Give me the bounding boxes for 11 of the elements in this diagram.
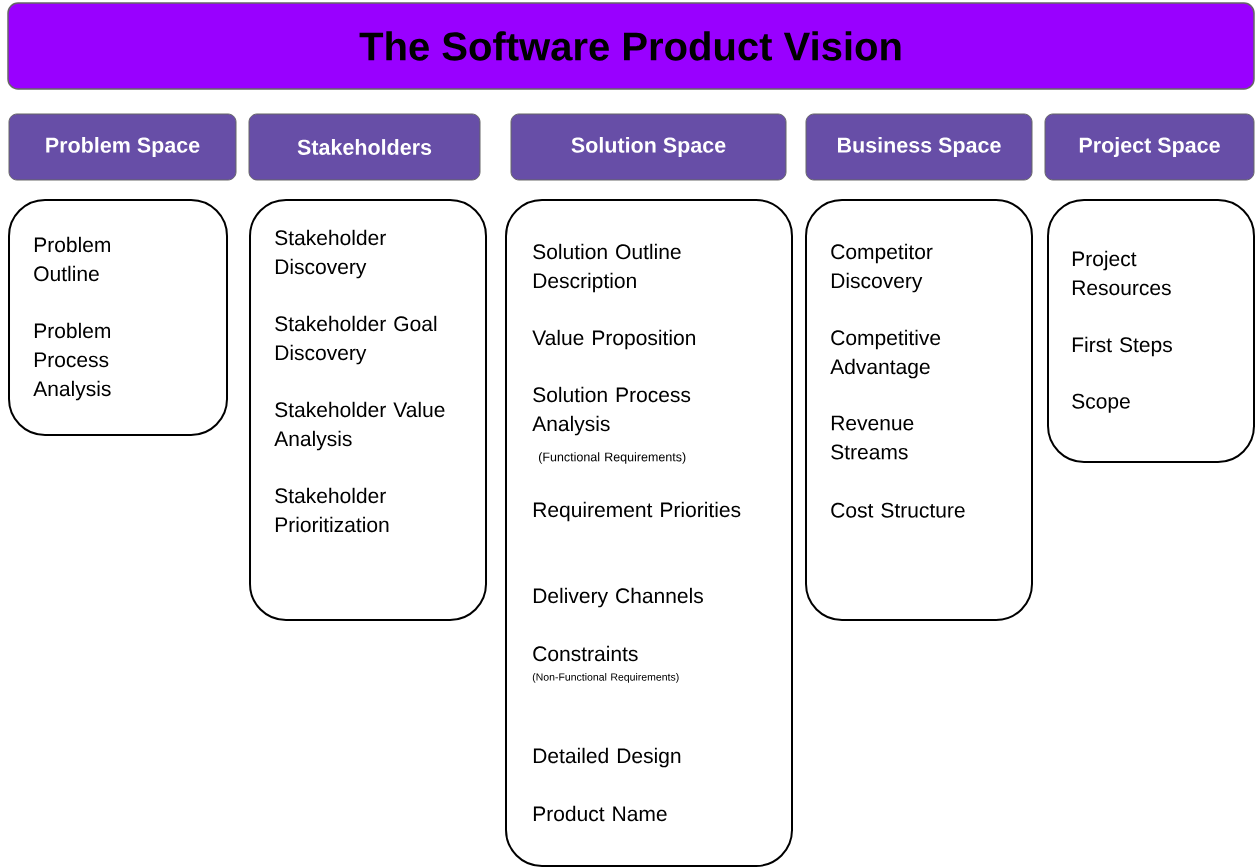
column-box: Problem Outline Problem Process Analysis [8, 199, 228, 436]
header-box: Stakeholders [248, 113, 481, 181]
header-box: Project Space [1044, 113, 1255, 181]
column-box: Stakeholder Discovery Stakeholder Goal Discovery Stakeholder Value Analysis Stakeholder Prioritization [249, 199, 487, 621]
title-banner: The Software Product Vision [7, 2, 1255, 90]
column-box: Competitor Discovery Competitive Advantage Revenue Streams Cost Structure [805, 199, 1033, 621]
header-box: Solution Space [510, 113, 787, 181]
header-box: Business Space [805, 113, 1033, 181]
column-box: Project Resources First Steps Scope [1047, 199, 1255, 463]
header-box: Problem Space [8, 113, 237, 181]
column-box: Solution Outline Description Value Proposition Solution Process Analysis (Functional Requirements) Requirement Priorities Delivery Channels Constraints (Non-Functional Requirements) Detailed Design Product Name [505, 199, 793, 867]
